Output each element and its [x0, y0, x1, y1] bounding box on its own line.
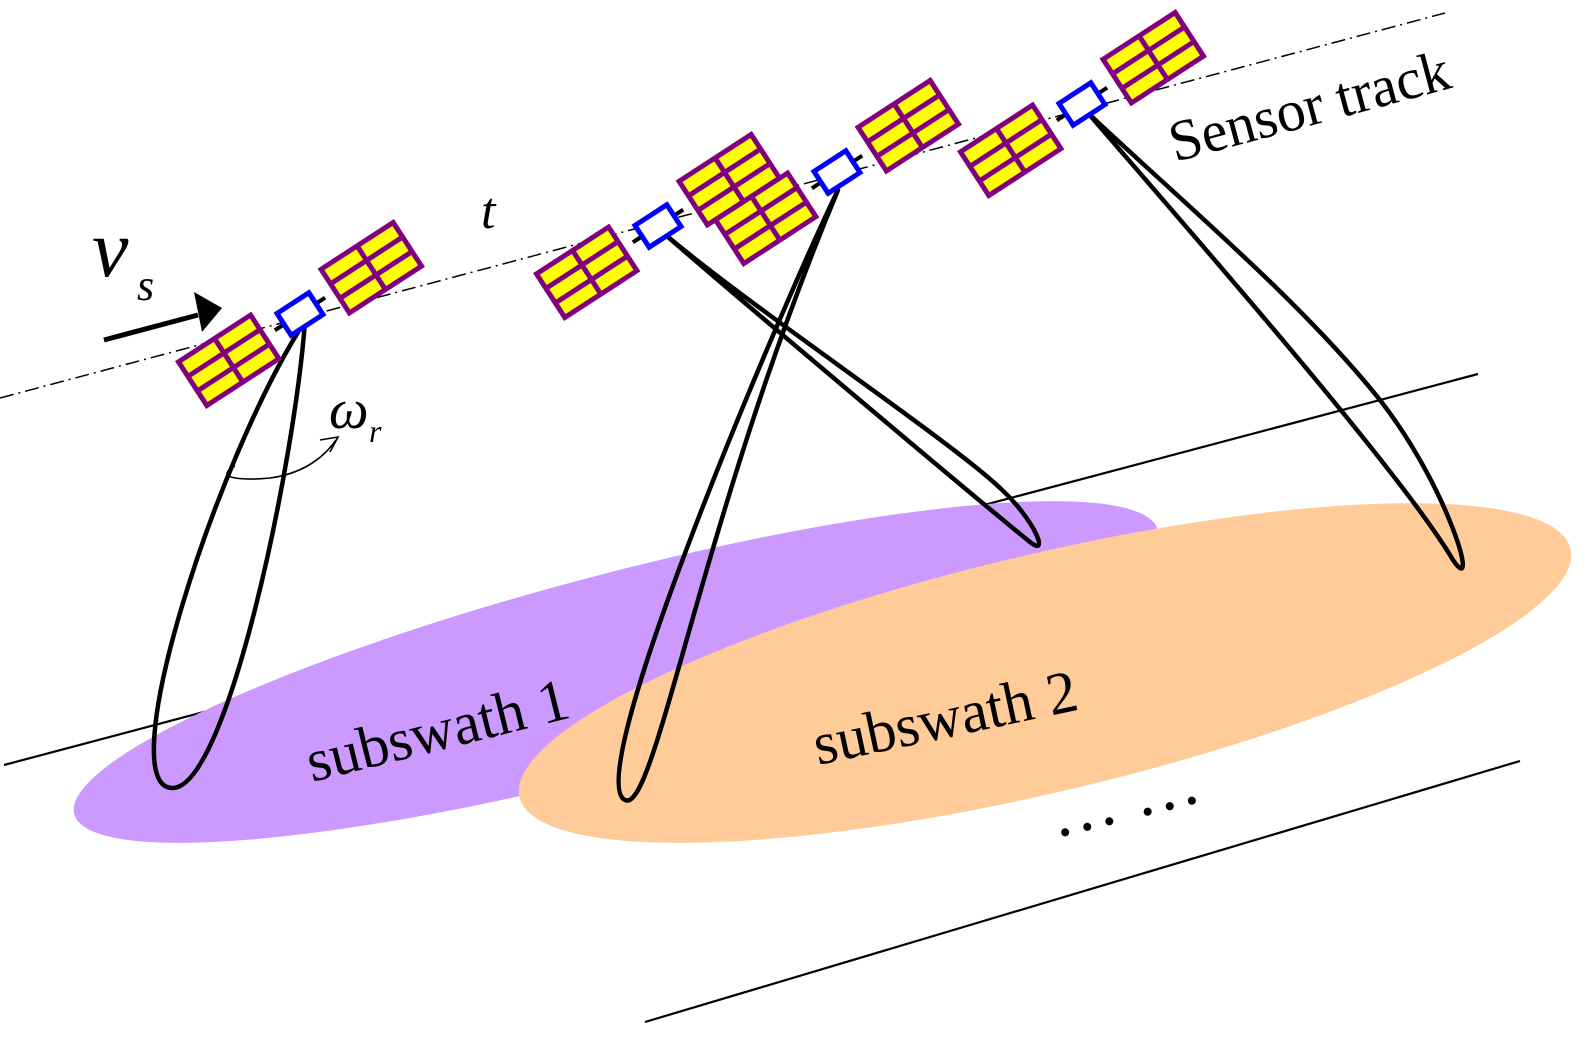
antenna-beam-3 — [616, 187, 841, 803]
antenna-beam-2 — [657, 227, 1042, 548]
velocity-arrow-head — [194, 292, 222, 332]
antenna-beam-1 — [151, 318, 308, 791]
subswath-2-footprint — [518, 503, 1572, 843]
rotation-label: ω — [329, 379, 369, 441]
swath-boundary-far — [644, 759, 1521, 1024]
satellite-icon — [712, 77, 962, 267]
time-label: t — [481, 183, 497, 240]
velocity-subscript: s — [137, 261, 154, 310]
velocity-arrow-shaft — [103, 312, 199, 343]
sensor-track-label: Sensor track — [1162, 37, 1457, 174]
satellite-icon — [175, 219, 425, 409]
rotation-subscript: r — [369, 413, 382, 449]
subswath-1-footprint — [73, 501, 1159, 843]
antenna-beam-4 — [1085, 110, 1466, 571]
satellite-icon — [957, 9, 1207, 199]
velocity-label: v — [92, 203, 129, 294]
rotation-arrow — [226, 439, 337, 480]
rotation-arrowhead — [319, 435, 340, 453]
